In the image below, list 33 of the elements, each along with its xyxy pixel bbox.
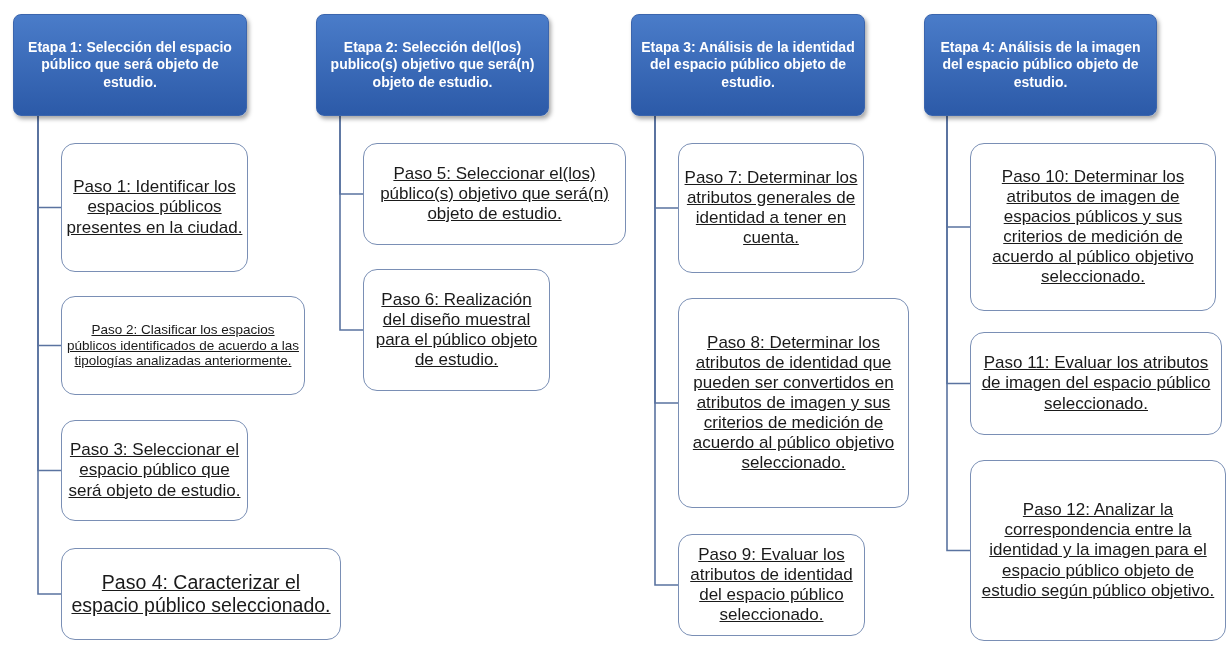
step-text: Paso 1: Identificar los espacios públicos presentes en la ciudad. — [66, 177, 243, 238]
step-text: Paso 4: Caracterizar el espacio público seleccionado. — [70, 571, 332, 617]
step-box — [61, 296, 305, 395]
connector-line — [339, 115, 364, 331]
step-box — [363, 143, 626, 245]
step-text: Paso 11: Evaluar los atributos de imagen del espacio público seleccionado. — [980, 353, 1212, 414]
stage-title: Etapa 3: Análisis de la identidad del espacio público objeto de estudio. — [640, 38, 856, 92]
step-box — [970, 332, 1222, 435]
stage-header — [13, 14, 247, 116]
step-text: Paso 2: Clasificar los espacios públicos identificados de acuerdo a las tipologías analizadas anteriormente. — [66, 321, 300, 370]
step-box — [678, 534, 865, 636]
step-text: Paso 8: Determinar los atributos de identidad que pueden ser convertidos en atributos de imagen y sus criterios de medición de acuerdo al público objetivo seleccionado. — [691, 332, 896, 474]
step-box — [970, 460, 1226, 641]
step-box — [61, 548, 341, 640]
step-text: Paso 5: Seleccionar el(los) público(s) objetivo que será(n) objeto de estudio. — [379, 163, 610, 225]
step-text: Paso 3: Seleccionar el espacio público que será objeto de estudio. — [67, 440, 242, 501]
step-text: Paso 9: Evaluar los atributos de identidad del espacio público seleccionado. — [689, 544, 854, 626]
step-box — [61, 143, 248, 272]
step-box — [678, 298, 909, 508]
stage-title: Etapa 1: Selección del espacio público que será objeto de estudio. — [27, 38, 233, 92]
step-box — [363, 269, 550, 391]
step-text: Paso 10: Determinar los atributos de imagen de espacios públicos y sus criterios de medición de acuerdo al público objetivo seleccionado. — [991, 166, 1195, 288]
stage-header — [316, 14, 549, 116]
step-text: Paso 7: Determinar los atributos generales de identidad a tener en cuenta. — [683, 167, 859, 249]
stage-title: Etapa 4: Análisis de la imagen del espacio público objeto de estudio. — [939, 38, 1142, 92]
step-text: Paso 6: Realización del diseño muestral para el público objeto de estudio. — [374, 289, 539, 371]
stage-header — [631, 14, 865, 116]
step-box — [61, 420, 248, 521]
step-box — [678, 143, 864, 273]
step-box — [970, 143, 1216, 311]
stage-header — [924, 14, 1157, 116]
stage-title: Etapa 2: Selección del(los) publico(s) objetivo que será(n) objeto de estudio. — [329, 38, 536, 92]
step-text: Paso 12: Analizar la correspondencia entre la identidad y la imagen para el espacio público objeto de estudio según público objetivo. — [980, 500, 1216, 601]
